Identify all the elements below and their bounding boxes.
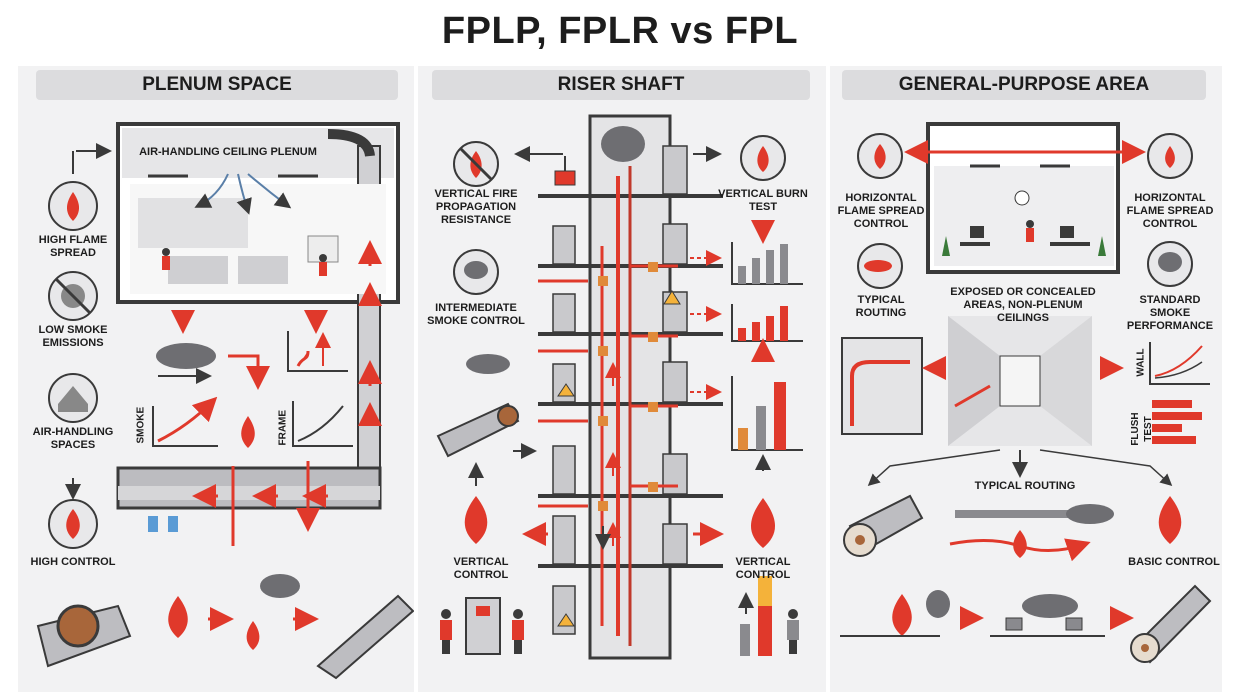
typical-routing-label-1: TYPICAL ROUTING (855, 294, 907, 319)
plenum-heading: PLENUM SPACE (36, 70, 398, 100)
typical-routing-label-2: TYPICAL ROUTING (974, 480, 1076, 492)
plenum-panel: PLENUM SPACE (18, 66, 414, 692)
horiz-left-label: HORIZONTAL FLAME SPREAD CONTROL (837, 192, 925, 230)
low-smoke-label: LOW SMOKE EMISSIONS (38, 324, 108, 349)
page-title: FPLP, FPLR vs FPL (441, 10, 799, 52)
air-handling-label: AIR-HANDLING SPACES (32, 426, 114, 451)
general-illustration (840, 122, 1212, 664)
vertical-burn-label: VERTICAL BURN TEST (718, 188, 808, 213)
basic-control-label: BASIC CONTROL (1128, 556, 1220, 568)
flush-test-label: FLUSH TEST (1130, 412, 1154, 446)
general-heading: GENERAL-PURPOSE AREA (842, 70, 1206, 100)
standard-smoke-label: STANDARD SMOKE PERFORMANCE (1126, 294, 1214, 332)
vertical-control-left-label: VERTICAL CONTROL (453, 556, 509, 581)
high-flame-spread-label: HIGH FLAME SPREAD (38, 234, 108, 259)
riser-panel: RISER SHAFT (418, 66, 826, 692)
plenum-illustration (36, 122, 414, 680)
wall-axis-label: WALL (1135, 348, 1147, 377)
general-panel: GENERAL-PURPOSE AREA (830, 66, 1222, 692)
smoke-axis-label: SMOKE (135, 406, 147, 444)
vertical-control-right-label: VERTICAL CONTROL (735, 556, 791, 581)
riser-heading: RISER SHAFT (432, 70, 810, 100)
exposed-areas-label: EXPOSED OR CONCEALED AREAS, NON-PLENUM C… (950, 286, 1096, 324)
intermediate-smoke-label: INTERMEDIATE SMOKE CONTROL (427, 302, 525, 327)
vertical-fire-label: VERTICAL FIRE PROPAGATION RESISTANCE (434, 188, 518, 226)
high-control-label: HIGH CONTROL (30, 556, 116, 568)
riser-illustration (436, 114, 803, 660)
frame-axis-label: FRAME (277, 409, 289, 446)
plenum-label: AIR-HANDLING CEILING PLENUM (139, 146, 317, 158)
horiz-right-label: HORIZONTAL FLAME SPREAD CONTROL (1126, 192, 1214, 230)
